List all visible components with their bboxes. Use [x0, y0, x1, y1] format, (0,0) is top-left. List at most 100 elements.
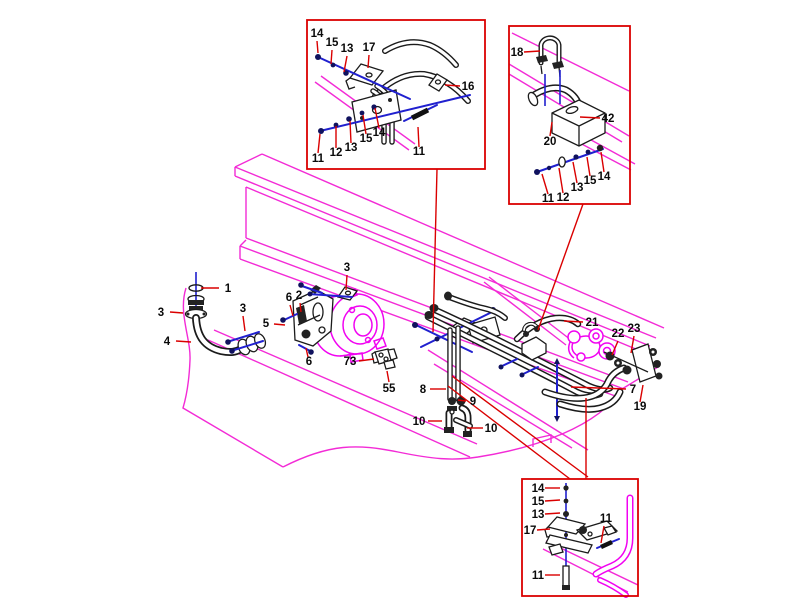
callout-leader-line — [330, 49, 333, 65]
callout-leader-line — [457, 399, 467, 402]
elbow-pipe-assembly — [184, 272, 267, 357]
callout-leader-line — [544, 512, 561, 515]
callout-label: 9 — [470, 396, 476, 408]
callout-label: 21 — [586, 317, 599, 329]
callout-leader-line — [169, 311, 184, 314]
callout-label: 22 — [612, 328, 625, 340]
callout-label: 11 — [600, 513, 613, 525]
callout-label: 18 — [511, 47, 524, 59]
callout-label: 1 — [225, 283, 232, 295]
control-valve-assembly — [280, 282, 359, 355]
callout-leader-line — [316, 40, 319, 54]
callout-leader-line — [358, 358, 375, 362]
pipe-21-with-clip — [513, 314, 582, 343]
callout-label: 15 — [584, 175, 597, 187]
callout-leader-line — [600, 525, 605, 544]
callout-leader-line — [242, 315, 246, 332]
callout-label: 13 — [532, 509, 545, 521]
callout-leader-line — [317, 133, 321, 154]
callout-label: 55 — [383, 383, 396, 395]
inset-leader-line — [537, 203, 584, 331]
callout-label: 15 — [326, 37, 339, 49]
callout-label: 17 — [524, 525, 537, 537]
callout-label: 12 — [557, 192, 570, 204]
callout-label: 5 — [263, 318, 270, 330]
callout-leader-line — [175, 340, 192, 343]
callout-label: 14 — [598, 171, 611, 183]
detail-inset-box-lower-right-clamp-detail — [521, 478, 639, 597]
callout-label: 11 — [542, 193, 555, 205]
callout-leader-line — [549, 121, 553, 137]
callout-label: 12 — [330, 147, 343, 159]
callout-label: 14 — [373, 127, 386, 139]
callout-leader-line — [273, 323, 286, 326]
callout-leader-line — [367, 54, 370, 69]
inset-upper-left-art — [314, 39, 471, 151]
callout-label: 14 — [532, 483, 545, 495]
callout-label: 19 — [634, 401, 647, 413]
callout-leader-line — [289, 304, 294, 317]
callout-leader-line — [444, 84, 461, 87]
inset-leader-line — [432, 168, 438, 333]
callout-label: 13 — [345, 142, 358, 154]
callout-leader-line — [536, 528, 551, 531]
callout-label: 2 — [296, 290, 302, 302]
callout-label: 4 — [164, 336, 171, 348]
callout-leader-line — [570, 386, 627, 390]
hose-and-connector-block — [541, 343, 663, 413]
inset-lower-right-art — [542, 483, 639, 598]
callout-leader-line — [586, 156, 591, 177]
callout-leader-line — [305, 347, 309, 358]
callout-label: 3 — [240, 303, 246, 315]
clamp-brackets-73-55 — [371, 348, 398, 370]
detail-inset-box-upper-right-ubolt-bracket-detail — [508, 25, 631, 205]
callout-label: 23 — [628, 323, 641, 335]
callout-label: 15 — [532, 496, 545, 508]
callout-label: 8 — [420, 384, 427, 396]
callout-label: 10 — [413, 416, 426, 428]
callout-label: 20 — [544, 136, 557, 148]
callout-label: 17 — [363, 42, 376, 54]
callout-leader-line — [417, 126, 420, 148]
callout-leader-line — [362, 114, 367, 135]
callout-leader-line — [572, 161, 578, 184]
callout-label: 11 — [532, 570, 545, 582]
callout-label: 13 — [571, 182, 584, 194]
callout-leader-line — [345, 274, 348, 291]
callout-leader-line — [349, 120, 352, 144]
callout-label: 73 — [344, 356, 357, 368]
callout-leader-line — [639, 384, 644, 403]
callout-leader-line — [544, 499, 561, 502]
callout-leader-line — [523, 50, 541, 53]
callout-leader-line — [374, 107, 380, 129]
callout-label: 3 — [344, 262, 350, 274]
hydraulic-pump — [567, 328, 616, 362]
callout-label: 42 — [602, 113, 615, 125]
callout-label: 6 — [306, 356, 312, 368]
callout-leader-line — [299, 302, 302, 313]
callout-leader-line — [630, 335, 635, 354]
callout-leader-line — [600, 151, 605, 173]
inset-upper-right-art — [508, 32, 636, 175]
callout-label: 6 — [286, 292, 292, 304]
chassis-outline — [182, 276, 659, 468]
callout-leader-line — [343, 55, 348, 73]
callout-label: 13 — [341, 43, 354, 55]
inset-leader-line — [447, 385, 571, 480]
callout-label: 16 — [462, 81, 475, 93]
callout-label: 10 — [485, 423, 498, 435]
callout-leader-line — [558, 167, 564, 194]
frame-rail — [234, 153, 665, 398]
callout-label: 11 — [312, 153, 325, 165]
tube-bundle — [424, 291, 614, 422]
callout-leader-line — [386, 370, 390, 383]
callout-leader-line — [563, 320, 584, 323]
vertical-tubes-and-fittings — [444, 325, 473, 437]
callout-label: 11 — [413, 146, 426, 158]
callout-label: 3 — [158, 307, 164, 319]
callout-label: 15 — [360, 133, 373, 145]
callout-leader-line — [541, 173, 549, 195]
